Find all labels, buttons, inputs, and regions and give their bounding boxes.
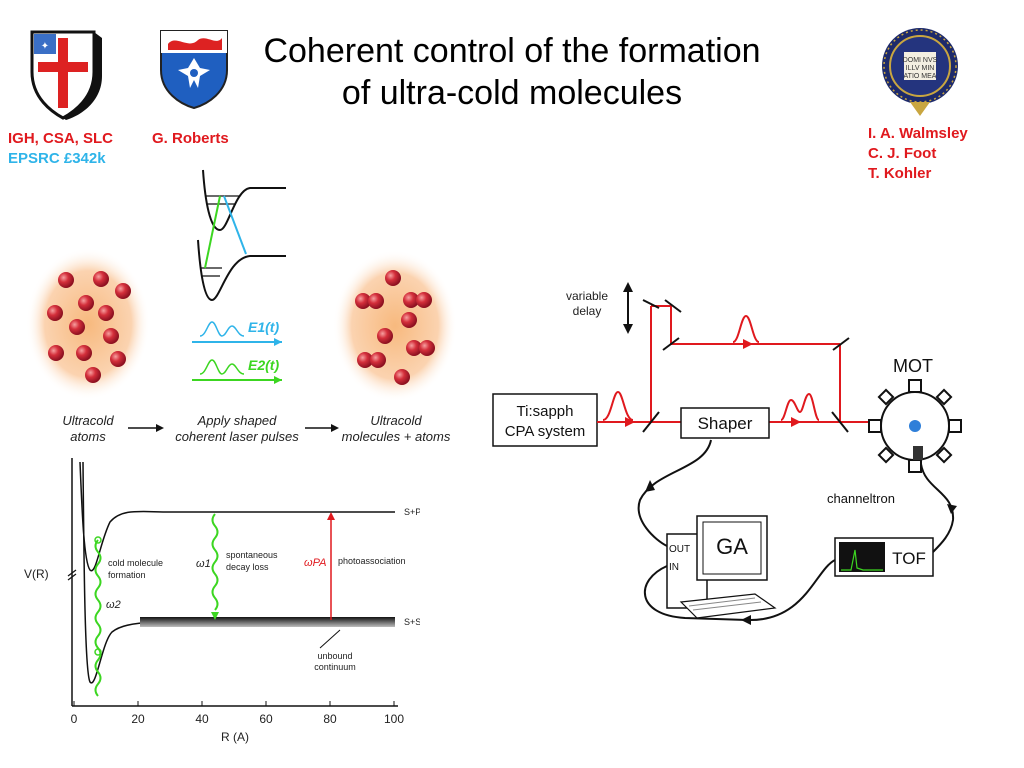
credit-walmsley: I. A. Walmsley bbox=[868, 125, 968, 142]
omega1-label: ω1 bbox=[196, 558, 211, 570]
credit-epsrc-funding: EPSRC £342k bbox=[8, 150, 106, 167]
experimental-setup: variable delay Ti:sapph CPA system Shape… bbox=[492, 282, 962, 625]
delay-arrow bbox=[623, 282, 633, 334]
caption-shaped-2: coherent laser pulses bbox=[175, 429, 299, 444]
mot-chamber bbox=[868, 379, 962, 473]
ultracold-molecules bbox=[355, 270, 435, 385]
process-figure: E1(t) E2(t) Ultracold atoms Apply shaped… bbox=[26, 169, 457, 444]
university-crest-middle bbox=[160, 30, 228, 110]
pulse-e1 bbox=[192, 321, 282, 346]
asymptote-sp: S+P bbox=[404, 507, 420, 517]
pulse-e2 bbox=[192, 359, 282, 384]
e1-label: E1(t) bbox=[248, 319, 279, 335]
credit-g-roberts: G. Roberts bbox=[152, 130, 229, 147]
unbound-continuum-band bbox=[140, 617, 395, 627]
process-arrow-2 bbox=[305, 424, 339, 432]
variable-delay-label-2: delay bbox=[573, 304, 602, 318]
x-axis-label: R (A) bbox=[221, 730, 249, 744]
ga-label: GA bbox=[716, 534, 748, 559]
tof-label: TOF bbox=[892, 549, 926, 568]
svg-text:✦: ✦ bbox=[41, 41, 49, 52]
x-tick-60: 60 bbox=[259, 712, 273, 726]
omega2-label: ω2 bbox=[106, 599, 121, 611]
caption-shaped-1: Apply shaped bbox=[197, 413, 278, 428]
ultracold-atoms bbox=[47, 271, 131, 383]
variable-delay-label-1: variable bbox=[566, 289, 608, 303]
svg-text:ATIO MEA: ATIO MEA bbox=[904, 73, 937, 80]
x-tick-0: 0 bbox=[71, 712, 78, 726]
credit-igh-csa-slc: IGH, CSA, SLC bbox=[8, 130, 114, 147]
in-label: IN bbox=[669, 562, 679, 573]
tof-oscilloscope bbox=[834, 537, 934, 577]
process-arrow-1 bbox=[128, 424, 164, 432]
decay-label-2: decay loss bbox=[226, 562, 269, 572]
continuum-label-2: continuum bbox=[314, 662, 356, 672]
oxford-seal: DOMI NVS ILLV MIN ATIO MEA bbox=[882, 28, 958, 116]
spontaneous-decay-wiggle bbox=[211, 513, 219, 611]
cold-formation-wiggle bbox=[94, 539, 102, 697]
mot-label: MOT bbox=[893, 356, 933, 376]
control-loop bbox=[637, 439, 955, 622]
title-line-1: Coherent control of the formation bbox=[263, 32, 761, 70]
x-ticks bbox=[73, 701, 395, 706]
continuum-label-1: unbound bbox=[317, 651, 352, 661]
caption-atoms-2: atoms bbox=[70, 429, 106, 444]
potential-energy-diagram: V(R) 0 20 40 60 80 100 R (A) S+P S+S unb… bbox=[24, 458, 420, 744]
asymptote-ss: S+S bbox=[404, 617, 420, 627]
pulse-shaper bbox=[680, 407, 770, 439]
y-axis-label: V(R) bbox=[24, 567, 49, 581]
potential-wells-schematic bbox=[197, 169, 286, 302]
slide-title: Coherent control of the formation of ult… bbox=[0, 30, 1024, 114]
caption-molecules-1: Ultracold bbox=[370, 413, 422, 428]
caption-atoms-1: Ultracold bbox=[62, 413, 114, 428]
x-tick-40: 40 bbox=[195, 712, 209, 726]
laser-beam-path bbox=[597, 305, 910, 423]
beam-splitter-mirrors bbox=[642, 299, 850, 433]
shaper-label: Shaper bbox=[698, 414, 753, 433]
cold-formation-label-1: cold molecule bbox=[108, 558, 163, 568]
photoassociation-label: photoassociation bbox=[338, 556, 406, 566]
lower-potential-curve bbox=[82, 461, 395, 684]
credit-kohler: T. Kohler bbox=[868, 165, 932, 182]
svg-text:DOMI NVS: DOMI NVS bbox=[903, 57, 938, 64]
shaped-pulse bbox=[780, 392, 820, 421]
x-tick-100: 100 bbox=[384, 712, 404, 726]
x-tick-20: 20 bbox=[131, 712, 145, 726]
laser-label-1: Ti:sapph bbox=[517, 403, 574, 420]
blue-transition bbox=[223, 195, 247, 255]
caption-molecules-2: molecules + atoms bbox=[342, 429, 451, 444]
svg-text:ILLV MIN: ILLV MIN bbox=[906, 65, 935, 72]
x-tick-80: 80 bbox=[323, 712, 337, 726]
ga-computer bbox=[666, 515, 777, 619]
ti-sapph-laser bbox=[492, 393, 598, 447]
channeltron-label: channeltron bbox=[827, 491, 895, 506]
out-label: OUT bbox=[669, 544, 690, 555]
delayed-pulse bbox=[732, 314, 760, 343]
title-line-2: of ultra-cold molecules bbox=[341, 74, 683, 112]
credit-foot: C. J. Foot bbox=[868, 145, 937, 162]
decay-label-1: spontaneous bbox=[226, 550, 278, 560]
e2-label: E2(t) bbox=[248, 357, 279, 373]
input-pulse bbox=[602, 390, 634, 421]
university-crest-left: ✦ bbox=[30, 30, 102, 120]
channeltron-detector bbox=[913, 446, 923, 460]
green-transition bbox=[204, 195, 221, 269]
cold-formation-label-2: formation bbox=[108, 570, 146, 580]
laser-label-2: CPA system bbox=[505, 423, 586, 440]
omega-pa-label: ωPA bbox=[304, 557, 326, 569]
